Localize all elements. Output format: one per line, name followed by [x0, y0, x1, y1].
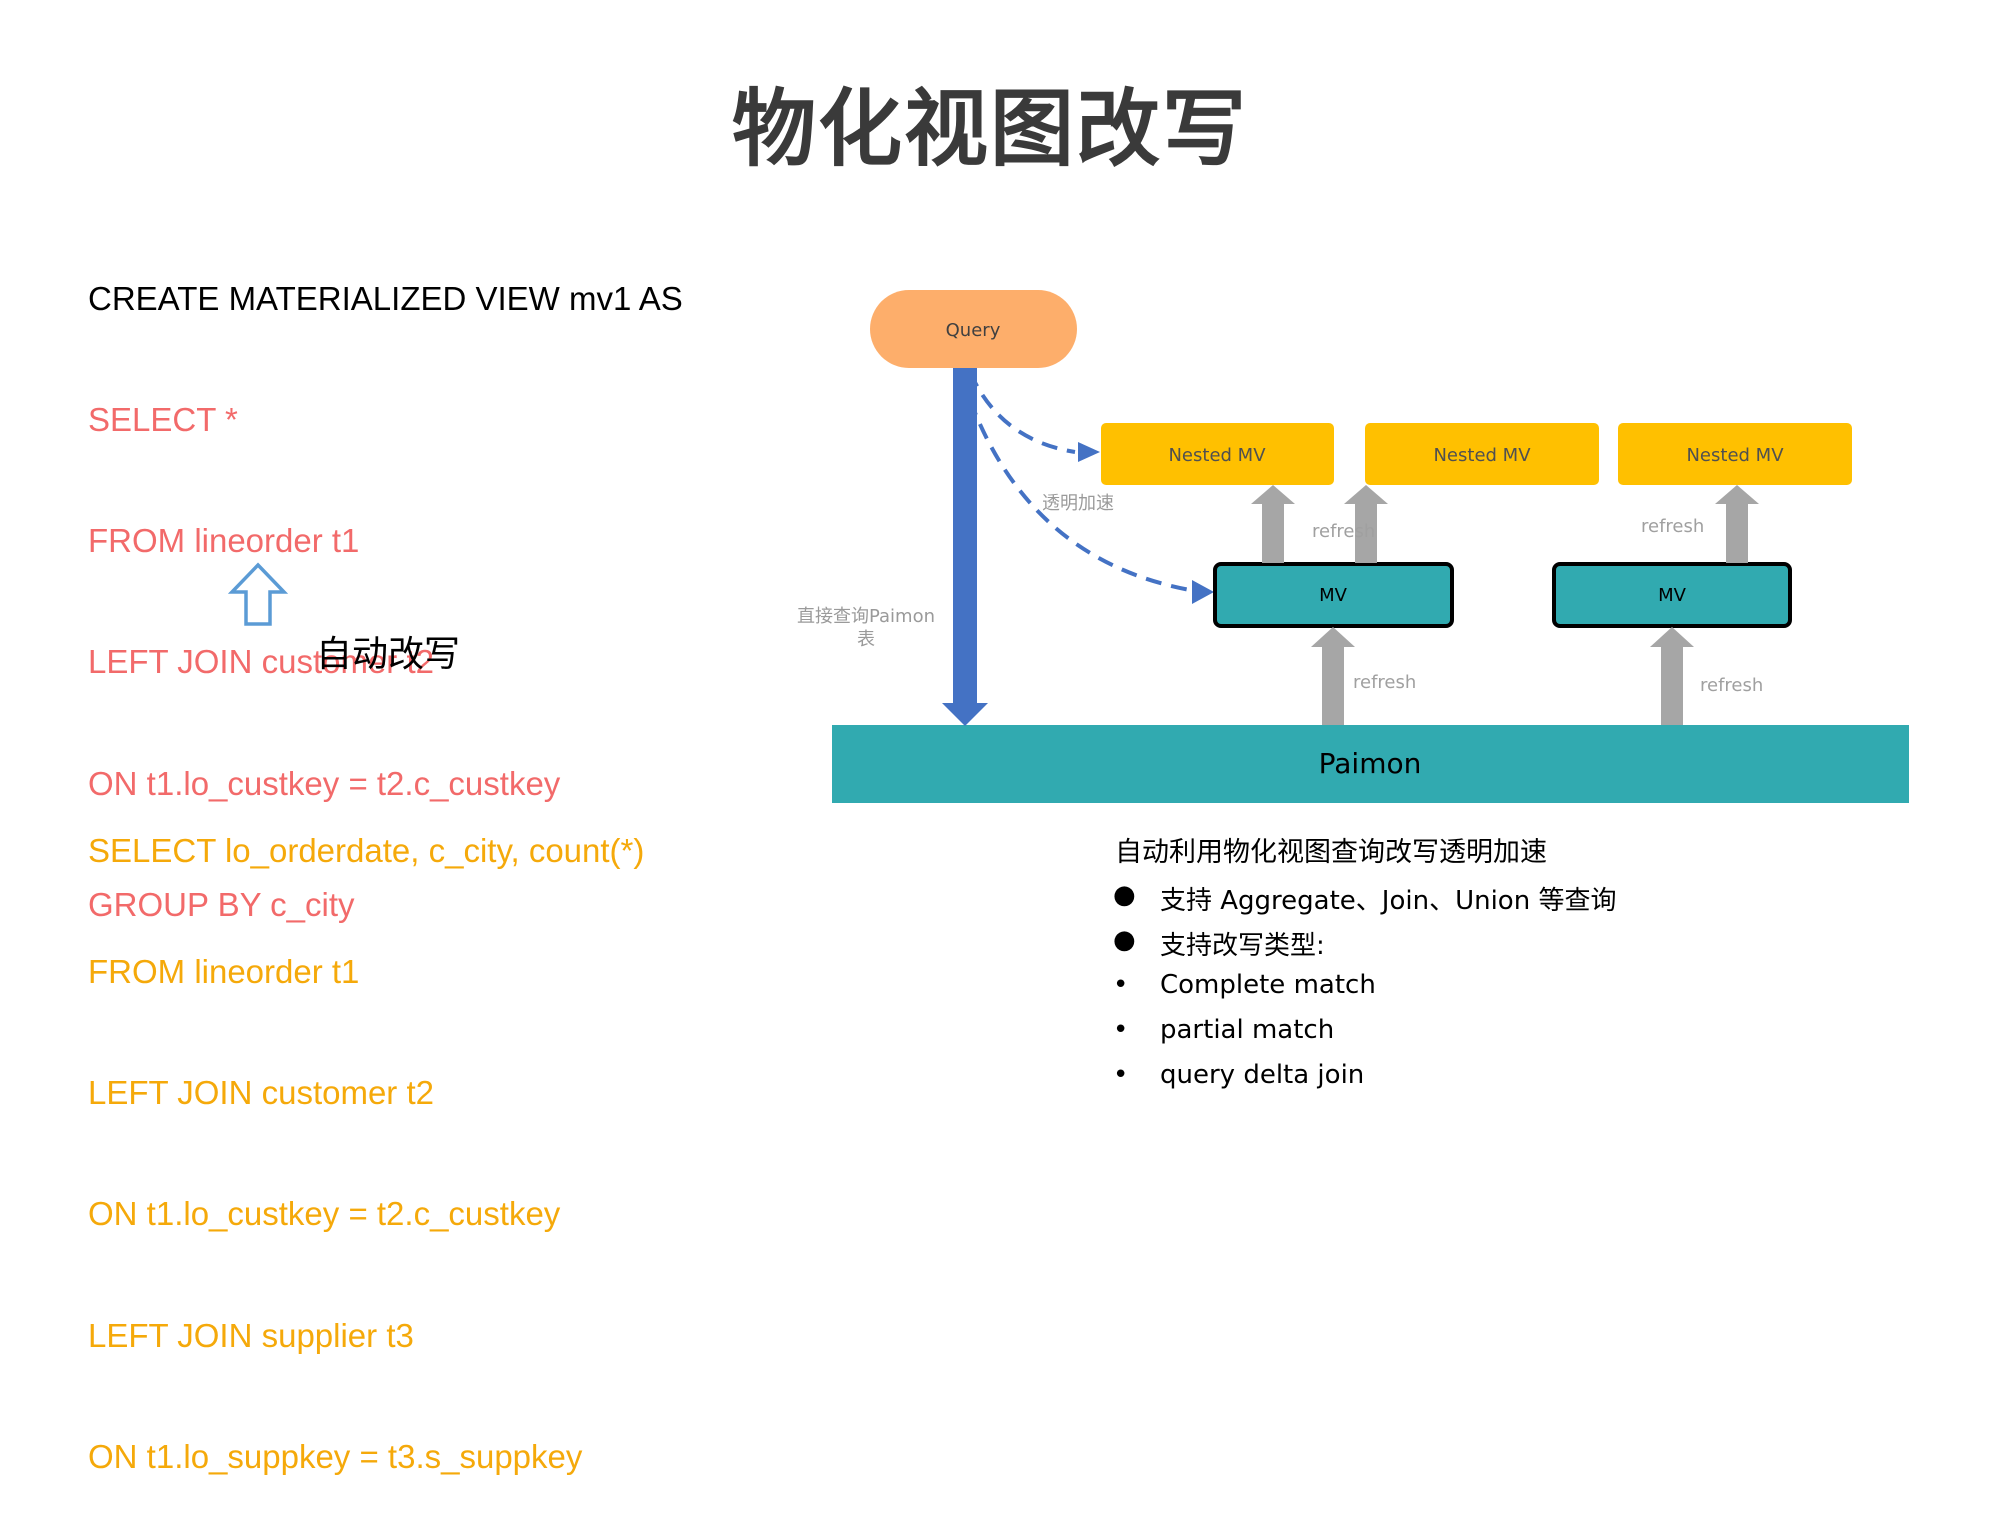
- direct-query-label-line2: 表: [857, 629, 875, 650]
- list-item-text: 支持改写类型:: [1160, 931, 1325, 961]
- refresh-arrow-head: [1715, 485, 1759, 504]
- query-node: [870, 290, 1077, 368]
- sql-line: CREATE MATERIALIZED VIEW mv1 AS: [88, 279, 683, 317]
- refresh-label: refresh: [1312, 521, 1375, 542]
- direct-query-label-line1: 直接查询Paimon: [797, 606, 935, 627]
- dashed-arrow-head: [1192, 580, 1214, 604]
- auto-rewrite-label: 自动改写: [316, 634, 461, 675]
- refresh-label: refresh: [1353, 672, 1416, 693]
- mv-label: MV: [1319, 585, 1348, 606]
- mv-node: [1552, 562, 1792, 628]
- sql-line: SELECT lo_orderdate, c_city, count(*): [88, 831, 645, 869]
- sql-line: ON t1.lo_custkey = t2.c_custkey: [88, 1195, 561, 1233]
- sql-line: LEFT JOIN customer t2: [88, 1074, 434, 1112]
- refresh-label: refresh: [1641, 516, 1704, 537]
- nested-mv-node: [1365, 423, 1599, 485]
- list-item-text: partial match: [1160, 1015, 1335, 1045]
- slide-title: 物化视图改写: [731, 80, 1248, 178]
- mv-label: MV: [1658, 585, 1687, 606]
- sql-line: ON t1.lo_suppkey = t3.s_suppkey: [88, 1437, 583, 1475]
- refresh-arrow-shaft: [1355, 503, 1377, 563]
- direct-query-arrow-head: [942, 703, 988, 726]
- nested-mv-label: Nested MV: [1433, 445, 1531, 466]
- refresh-arrow-head: [1251, 485, 1295, 504]
- nested-mv-label: Nested MV: [1686, 445, 1784, 466]
- sql-line: LEFT JOIN supplier t3: [88, 1316, 414, 1354]
- list-item-text: 支持 Aggregate、Join、Union 等查询: [1160, 886, 1617, 916]
- direct-query-arrow-shaft: [953, 368, 977, 705]
- refresh-arrow-head: [1650, 627, 1694, 647]
- dashed-arrow-to-nested-mv: [968, 371, 1076, 454]
- refresh-label: refresh: [1700, 675, 1763, 696]
- transparent-acceleration-label: 透明加速: [1042, 493, 1114, 514]
- nested-mv-node: [1101, 423, 1334, 485]
- bullet-marker: ●: [1113, 925, 1136, 955]
- sql-line: LEFT JOIN customer t2: [88, 643, 434, 681]
- summary-caption: 自动利用物化视图查询改写透明加速: [1115, 837, 1547, 868]
- list-item-text: Complete match: [1160, 970, 1376, 1000]
- bullet-marker: •: [1113, 1015, 1129, 1045]
- bullet-marker: ●: [1113, 880, 1136, 910]
- mv-definition-sql: CREATE MATERIALIZED VIEW mv1 AS SELECT *…: [88, 198, 683, 966]
- sql-line: FROM lineorder t1: [88, 953, 360, 991]
- up-arrow-outline-icon: [228, 562, 288, 626]
- sql-line: ON t1.lo_custkey = t2.c_custkey: [88, 764, 561, 802]
- sql-line: GROUP BY c_city: [88, 885, 355, 923]
- refresh-arrow-head: [1344, 485, 1388, 504]
- bullet-marker: •: [1113, 1060, 1129, 1090]
- refresh-arrow-head: [1311, 627, 1355, 647]
- refresh-arrow-shaft: [1322, 646, 1344, 725]
- nested-mv-node: [1618, 423, 1852, 485]
- bullet-marker: •: [1113, 970, 1129, 1000]
- nested-mv-label: Nested MV: [1168, 445, 1266, 466]
- architecture-diagram: Paimon 直接查询Paimon 表 Query 透明加速 Nested MV…: [797, 290, 1909, 803]
- query-node-label: Query: [946, 320, 1001, 341]
- paimon-table-bar: [832, 725, 1909, 803]
- sql-line: SELECT *: [88, 401, 238, 439]
- sql-line: FROM lineorder t1: [88, 522, 360, 560]
- dashed-arrow-head: [1078, 442, 1100, 462]
- refresh-arrow-shaft: [1262, 503, 1284, 563]
- mv-node: [1213, 562, 1454, 628]
- paimon-label: Paimon: [1319, 747, 1422, 780]
- refresh-arrow-shaft: [1726, 503, 1748, 563]
- list-item-text: query delta join: [1160, 1060, 1365, 1090]
- refresh-arrow-shaft: [1661, 646, 1683, 725]
- dashed-arrow-to-mv: [968, 399, 1191, 592]
